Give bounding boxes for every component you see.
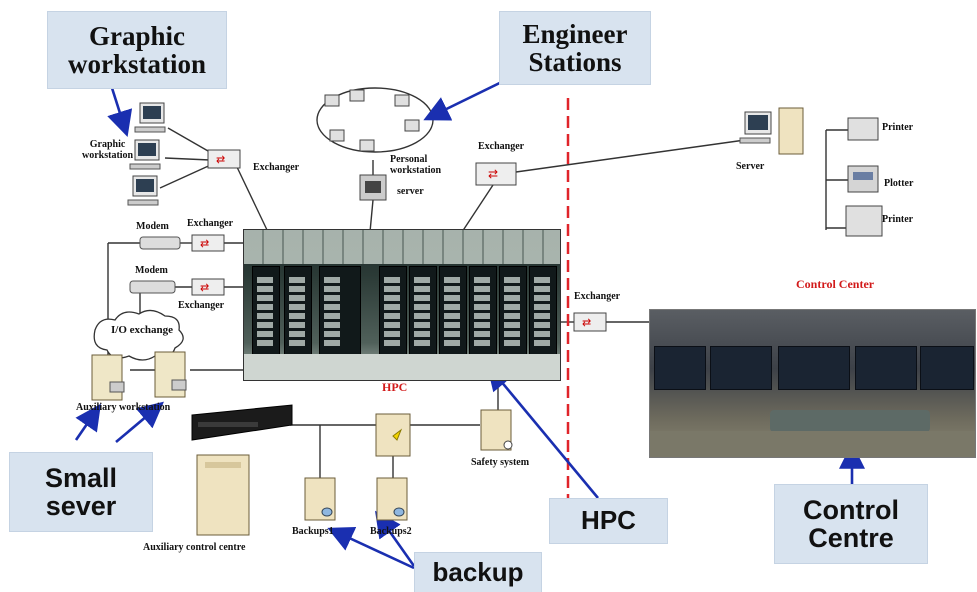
svg-text:⇄: ⇄ <box>216 154 225 166</box>
printer-icon <box>847 117 879 141</box>
label-modem-2: Modem <box>135 265 168 276</box>
label-modem-1: Modem <box>136 221 169 232</box>
auxiliary-control-centre-icon <box>196 454 250 536</box>
callout-hpc: HPC <box>549 498 668 544</box>
plotter-icon <box>847 165 879 193</box>
modem-icon <box>129 280 176 294</box>
label-server-right: Server <box>736 161 765 172</box>
label-exchanger-top-mid: Exchanger <box>478 141 525 152</box>
backups2-icon <box>376 477 408 521</box>
auxiliary-workstation-icon <box>91 354 125 401</box>
label-printer-2: Printer <box>882 214 914 225</box>
exchanger-icon: ⇄ <box>475 162 517 186</box>
workstation-icon <box>129 139 161 170</box>
label-printer-1: Printer <box>882 122 914 133</box>
label-personal-workstation: Personal workstation <box>390 154 442 176</box>
label-hpc: HPC <box>382 380 408 394</box>
label-backups1: Backups1 <box>292 526 334 537</box>
label-safety-system: Safety system <box>471 457 530 468</box>
exchanger-icon: ⇄ <box>207 149 241 169</box>
label-plotter: Plotter <box>884 178 914 189</box>
label-control-center: Control Center <box>796 277 875 291</box>
safety-system-icon <box>480 409 513 451</box>
label-auxiliary-control-centre: Auxiliary control centre <box>143 542 246 553</box>
svg-text:⇄: ⇄ <box>488 167 498 181</box>
label-server-mid: server <box>397 186 424 197</box>
label-io-exchange: I/O exchange <box>111 324 174 336</box>
svg-text:⇄: ⇄ <box>200 238 209 250</box>
svg-text:⇄: ⇄ <box>200 282 209 294</box>
label-exchanger-right: Exchanger <box>574 291 621 302</box>
callout-graphic-workstation: Graphic workstation <box>47 11 227 89</box>
backups1-icon <box>304 477 336 521</box>
label-exchanger-low-left: Exchanger <box>178 300 225 311</box>
auxiliary-workstation-icon <box>154 351 187 398</box>
modem-icon <box>139 236 181 250</box>
callout-backup: backup <box>414 552 542 592</box>
label-exchanger-mid-left: Exchanger <box>187 218 234 229</box>
exchanger-icon: ⇄ <box>191 234 225 252</box>
callout-control-centre: Control Centre <box>774 484 928 564</box>
label-backups2: Backups2 <box>370 526 412 537</box>
svg-text:⇄: ⇄ <box>582 317 591 329</box>
callout-small-sever: Small sever <box>9 452 153 532</box>
server-icon <box>359 174 387 201</box>
workstation-icon <box>134 102 166 133</box>
printer-icon <box>845 205 883 237</box>
exchanger-icon: ⇄ <box>191 278 225 296</box>
callout-engineer-stations: Engineer Stations <box>499 11 651 85</box>
personal-workstation-icons <box>324 89 420 152</box>
server-workstation-icon <box>739 107 804 155</box>
label-graphic-workstation: Graphic workstation <box>82 139 134 161</box>
exchanger-icon: ⇄ <box>573 312 607 332</box>
hpc-photo <box>243 229 561 381</box>
rack-server-icon <box>191 404 293 441</box>
control-center-photo <box>649 309 976 458</box>
label-exchanger-top-left: Exchanger <box>253 162 300 173</box>
workstation-icon <box>127 175 159 206</box>
label-auxiliary-workstation: Auxiliary workstation <box>76 402 171 413</box>
central-server-icon <box>375 413 411 457</box>
